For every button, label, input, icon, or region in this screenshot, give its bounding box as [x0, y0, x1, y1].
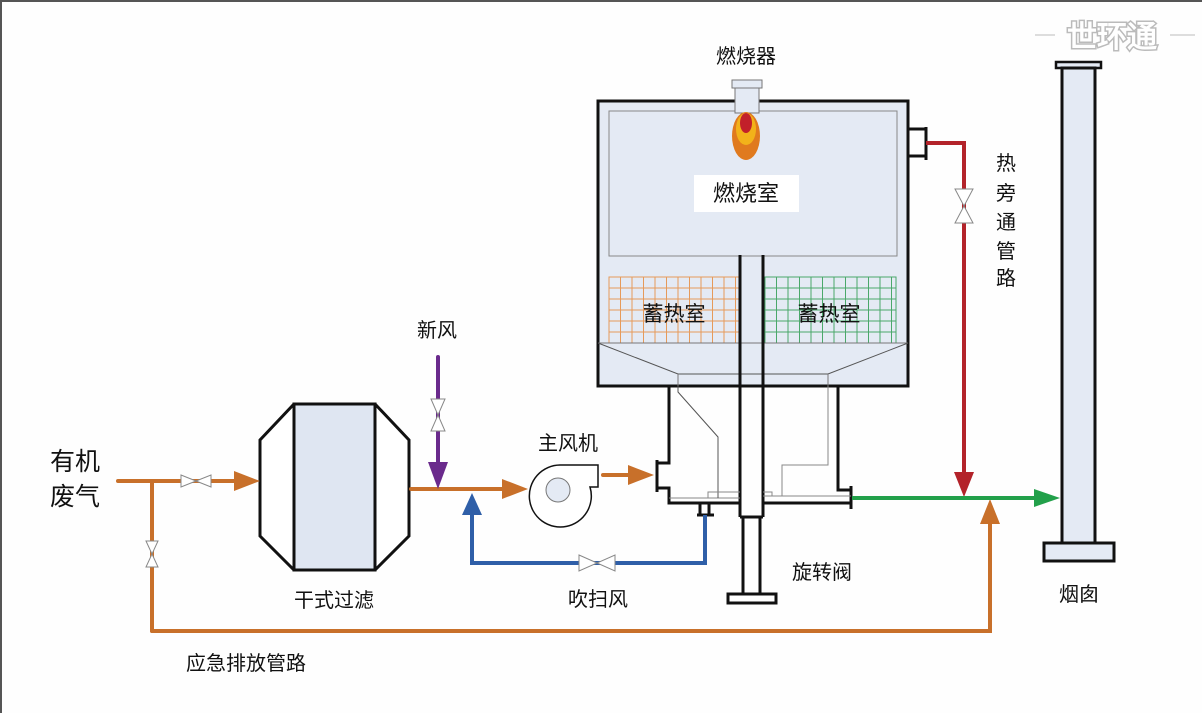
valve-icon[interactable]: [954, 188, 974, 224]
label-main-fan: 主风机: [538, 431, 598, 455]
watermark: 世环通: [1035, 19, 1195, 57]
label-burner: 燃烧器: [716, 44, 776, 68]
label-organic-waste-gas-2: 废气: [50, 482, 100, 511]
bypass-flange: [908, 127, 928, 160]
label-fresh-air: 新风: [417, 318, 457, 342]
label-organic-waste-gas-1: 有机: [50, 447, 100, 476]
rotary-valve-shaft: [726, 255, 778, 605]
main-fan: [528, 464, 599, 528]
label-hot-bypass: 热 旁 通 管 路: [996, 151, 1016, 290]
label-emergency-discharge: 应急排放管路: [186, 651, 306, 675]
watermark-text: 世环通: [1067, 20, 1157, 55]
lower-duct: [655, 386, 853, 517]
valve-icon[interactable]: [145, 540, 159, 568]
label-hot-bypass-char: 路: [996, 266, 1016, 290]
arrow-icon: [980, 499, 1000, 524]
label-hot-bypass-char: 旁: [996, 181, 1016, 205]
label-rotary-valve: 旋转阀: [792, 560, 852, 584]
burner: [731, 79, 763, 160]
waste-gas-pipe: [116, 473, 992, 633]
label-combustion-chamber: 燃烧室: [713, 182, 779, 207]
arrow-icon: [628, 465, 654, 485]
valve-icon[interactable]: [180, 474, 212, 488]
label-hot-bypass-char: 通: [996, 210, 1016, 234]
label-chimney: 烟囱: [1059, 582, 1099, 606]
label-hot-bypass-char: 管: [996, 239, 1016, 263]
regenerator-left-grid: [608, 276, 741, 344]
combustion-chamber-label-box: [694, 175, 799, 212]
valve-icon[interactable]: [578, 554, 616, 572]
exhaust-pipe: [852, 489, 1060, 507]
label-purge-air: 吹扫风: [568, 587, 628, 611]
chimney: [1042, 60, 1116, 563]
label-regenerator-left: 蓄热室: [643, 302, 706, 326]
flame-icon: [732, 112, 760, 160]
valve-icon[interactable]: [430, 398, 446, 432]
label-hot-bypass-char: 热: [996, 151, 1016, 175]
arrow-icon: [502, 479, 528, 499]
hot-bypass-pipe: [926, 141, 974, 497]
arrow-icon: [234, 471, 260, 491]
label-dry-filter: 干式过滤: [294, 588, 374, 612]
label-regenerator-right: 蓄热室: [798, 302, 861, 326]
dry-filter: [258, 402, 411, 572]
waste-gas-arrows: [234, 465, 1000, 524]
